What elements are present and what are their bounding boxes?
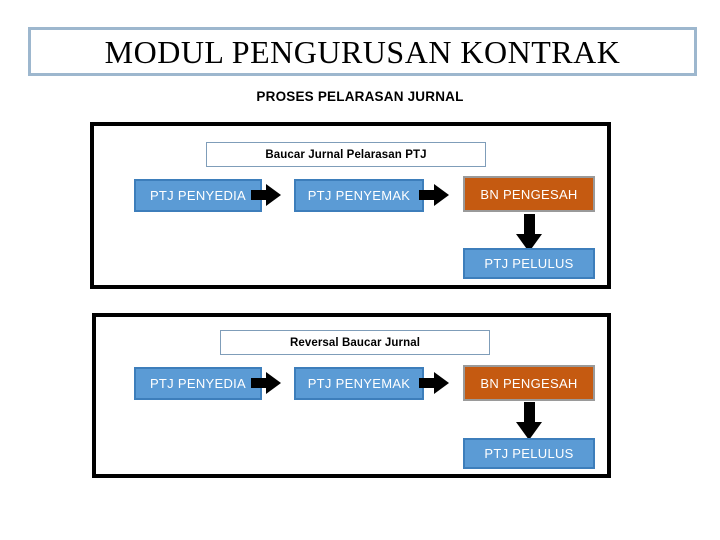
arrow-head	[516, 422, 542, 440]
arrow-shaft	[524, 214, 535, 236]
arrow-head	[434, 372, 449, 394]
arrow-shaft	[251, 190, 268, 200]
arrow-shaft	[251, 378, 268, 388]
node-ptj-penyemak[interactable]: PTJ PENYEMAK	[294, 367, 424, 400]
arrow-down-icon	[516, 214, 542, 252]
node-ptj-penyedia[interactable]: PTJ PENYEDIA	[134, 179, 262, 212]
arrow-shaft	[524, 402, 535, 424]
arrow-right-icon	[419, 372, 449, 394]
node-ptj-penyemak[interactable]: PTJ PENYEMAK	[294, 179, 424, 212]
arrow-shaft	[419, 378, 436, 388]
page-title: MODUL PENGURUSAN KONTRAK	[104, 33, 621, 70]
node-label: PTJ PENYEDIA	[149, 376, 247, 391]
node-label: BN PENGESAH	[480, 375, 578, 391]
module-title-frame: MODUL PENGURUSAN KONTRAK	[28, 27, 697, 76]
arrow-right-icon	[419, 184, 449, 206]
page-subtitle: PROSES PELARASAN JURNAL	[256, 89, 464, 104]
flow-caption: Baucar Jurnal Pelarasan PTJ	[206, 142, 486, 167]
flow-panel-reversal-baucar-jurnal: Reversal Baucar Jurnal PTJ PENYEDIA PTJ …	[92, 313, 611, 478]
node-ptj-pelulus[interactable]: PTJ PELULUS	[463, 438, 595, 469]
flow-caption: Reversal Baucar Jurnal	[220, 330, 490, 355]
node-ptj-pelulus[interactable]: PTJ PELULUS	[463, 248, 595, 279]
arrow-head	[266, 372, 281, 394]
node-bn-pengesah[interactable]: BN PENGESAH	[463, 176, 595, 212]
arrow-head	[434, 184, 449, 206]
arrow-right-icon	[251, 184, 281, 206]
node-label: PTJ PENYEMAK	[307, 376, 411, 391]
arrow-right-icon	[251, 372, 281, 394]
node-label: BN PENGESAH	[480, 186, 578, 202]
node-bn-pengesah[interactable]: BN PENGESAH	[463, 365, 595, 401]
node-label: PTJ PENYEDIA	[149, 188, 247, 203]
arrow-shaft	[419, 190, 436, 200]
flow-panel-baucar-jurnal-pelarasan: Baucar Jurnal Pelarasan PTJ PTJ PENYEDIA…	[90, 122, 611, 289]
node-ptj-penyedia[interactable]: PTJ PENYEDIA	[134, 367, 262, 400]
node-label: PTJ PENYEMAK	[307, 188, 411, 203]
arrow-head	[516, 234, 542, 252]
node-label: PTJ PELULUS	[484, 446, 574, 461]
arrow-head	[266, 184, 281, 206]
node-label: PTJ PELULUS	[484, 256, 574, 271]
arrow-down-icon	[516, 402, 542, 440]
